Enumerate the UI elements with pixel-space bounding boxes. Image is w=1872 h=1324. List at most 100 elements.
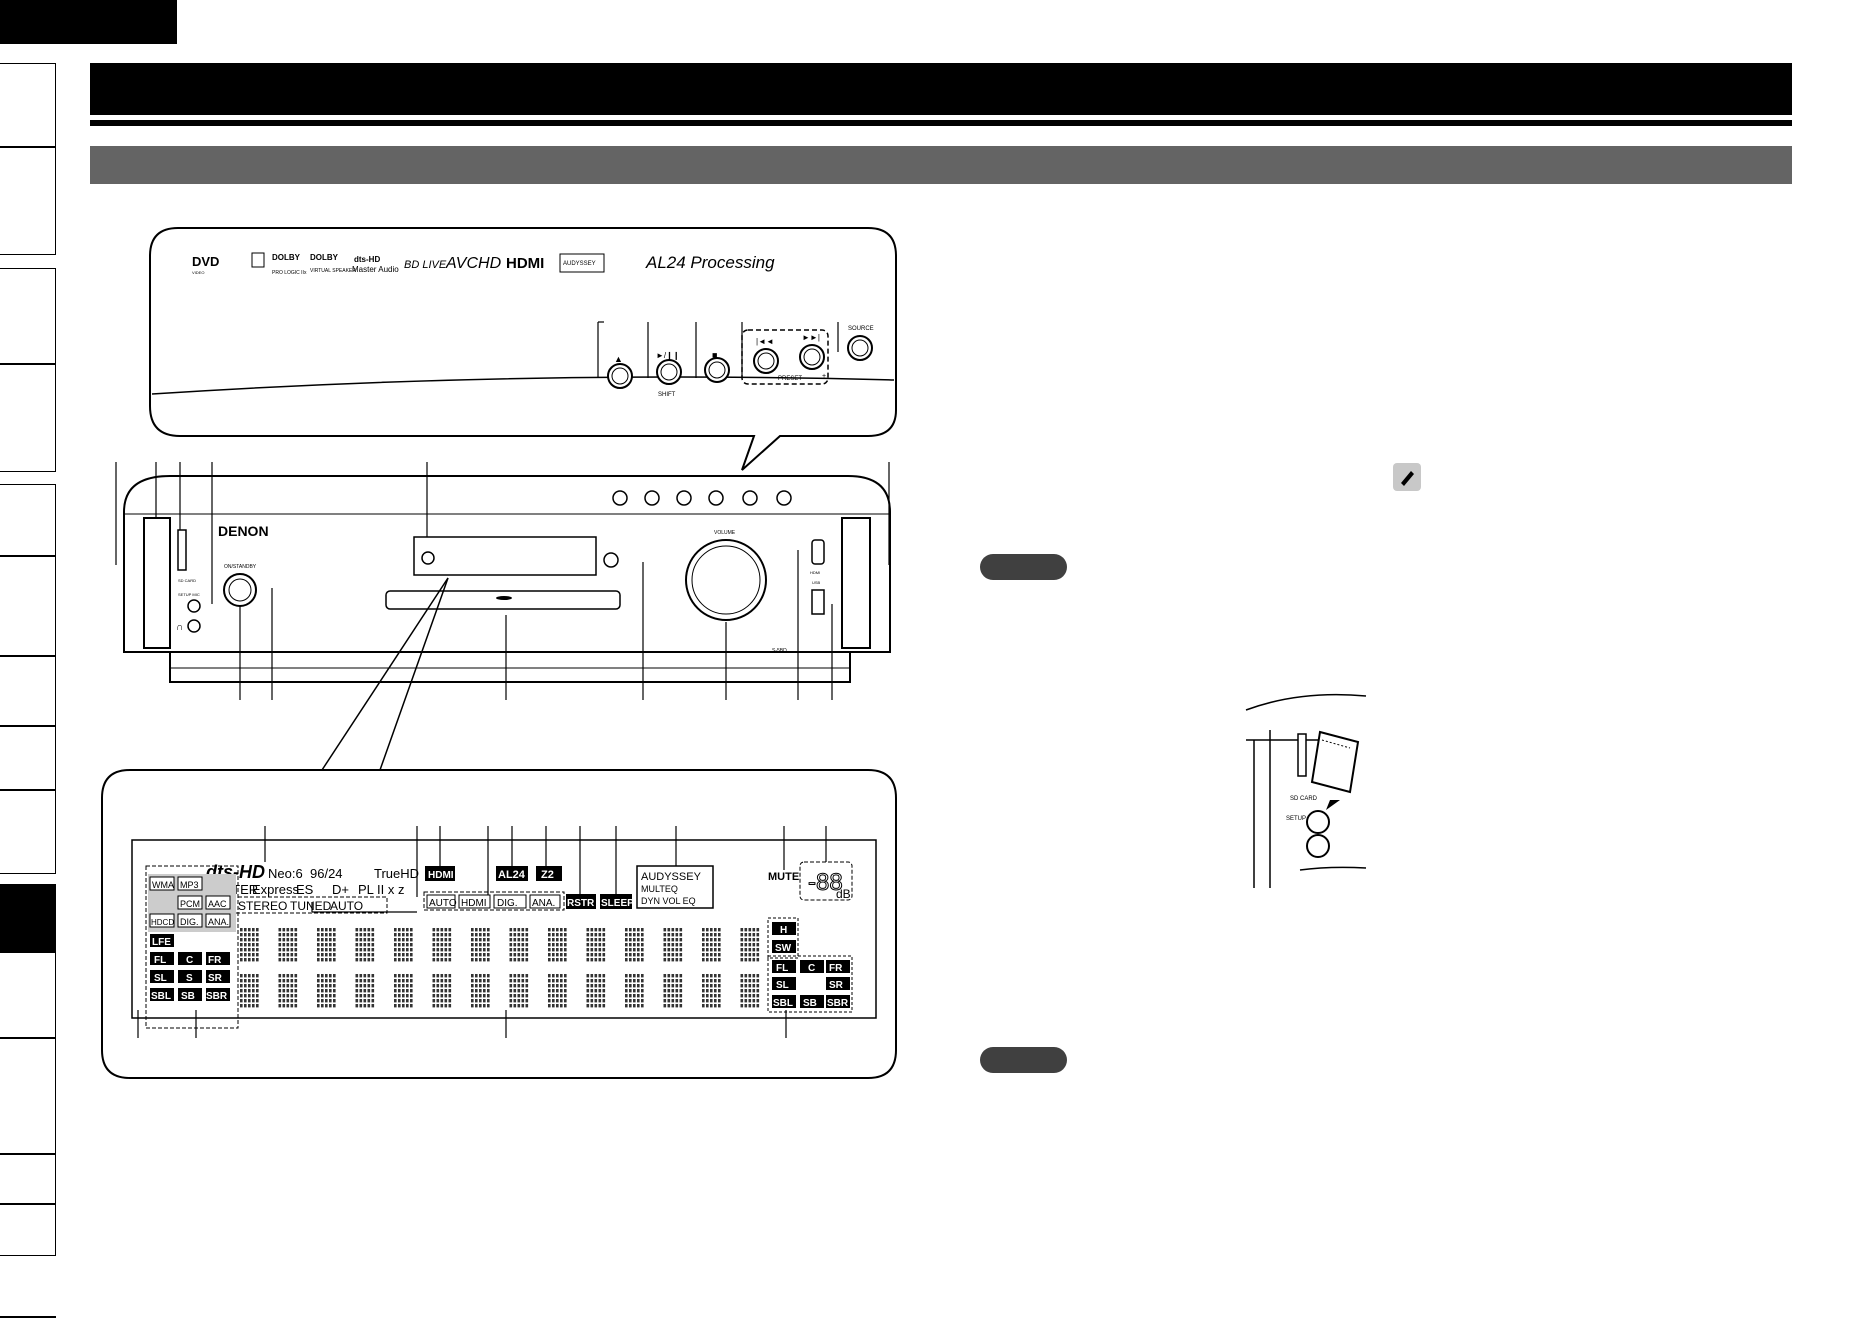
- in-ch-sbr: SBR: [206, 991, 228, 1002]
- hdmi-port[interactable]: [811, 539, 825, 565]
- usb-port[interactable]: [811, 589, 825, 615]
- in-ch-s: S: [186, 973, 193, 984]
- dot-matrix-cell: [317, 974, 336, 1008]
- index-tab-11[interactable]: [0, 952, 56, 1038]
- in-ch-sl: SL: [154, 973, 167, 984]
- play-pause-button[interactable]: ►/❙❙ SHIFT: [656, 351, 682, 398]
- in-ch-sb: SB: [181, 991, 195, 1002]
- dot-matrix-cell: [740, 974, 760, 1008]
- index-tab-12[interactable]: [0, 1038, 56, 1154]
- index-tab-8[interactable]: [0, 726, 56, 790]
- svg-text:▲: ▲: [614, 354, 623, 364]
- svg-text:■: ■: [712, 350, 717, 360]
- dot-matrix-cell: [355, 974, 375, 1008]
- al24-flag: AL24: [498, 869, 526, 881]
- device-front: SD CARD SETUP MIC ∩ DENON ON/STANDBY VOL…: [115, 462, 891, 700]
- dot-matrix-cell: [394, 974, 413, 1008]
- logo-dts: dts-HD: [354, 255, 380, 264]
- index-tab-6[interactable]: [0, 556, 56, 656]
- in-ch-sr: SR: [208, 973, 223, 984]
- neo6-indicator: Neo:6: [268, 866, 303, 881]
- logo-dolby-1: DOLBY: [272, 253, 301, 262]
- logo-dolby-2: DOLBY: [310, 253, 339, 262]
- sd-slot[interactable]: [177, 529, 187, 571]
- index-tab-active[interactable]: [0, 884, 56, 952]
- note-pill-1: [980, 554, 1067, 580]
- dot-matrix-cell: [663, 928, 683, 962]
- dot-matrix-cell: [471, 928, 490, 962]
- setup-mic-jack[interactable]: [187, 599, 201, 613]
- index-tab-7[interactable]: [0, 656, 56, 726]
- next-button[interactable]: ►►| +: [799, 333, 826, 380]
- dot-matrix-cell: [663, 974, 683, 1008]
- dot-matrix-cell: [240, 928, 259, 962]
- db-indicator: dB: [836, 887, 851, 901]
- out-ch-c: C: [808, 963, 815, 974]
- mp3-indicator: MP3: [180, 880, 199, 890]
- dot-matrix-cell: [509, 974, 529, 1008]
- index-tab-1[interactable]: [0, 63, 56, 147]
- svg-text:+: +: [822, 373, 826, 380]
- input-hdmi: HDMI: [461, 898, 487, 909]
- volume-digits: ‑88: [808, 869, 843, 896]
- index-tab-9[interactable]: [0, 790, 56, 874]
- dot-matrix-cell: [471, 974, 490, 1008]
- index-tab-13[interactable]: [0, 1154, 56, 1204]
- in-ch-c: C: [186, 955, 193, 966]
- dig-format-indicator: DIG.: [180, 917, 199, 927]
- dot-matrix-cell: [509, 928, 529, 962]
- setup-mic-label: SETUP MIC: [178, 592, 200, 597]
- lfe-indicator: LFE: [152, 937, 171, 948]
- prev-button[interactable]: |◄◄ −: [753, 337, 779, 382]
- source-button[interactable]: SOURCE: [847, 326, 874, 361]
- dot-matrix-cell: [317, 928, 336, 962]
- sd-illustration-label: SD CARD: [1290, 796, 1318, 802]
- pl2-indicator: PL II x z: [358, 882, 404, 897]
- indicator-lamp: [603, 552, 619, 568]
- logo-dolby-1-sub: PRO LOGIC IIx: [272, 270, 307, 276]
- index-tab-5[interactable]: [0, 484, 56, 556]
- section-header: [90, 63, 1792, 115]
- dot-matrix-cell: [625, 974, 644, 1008]
- logo-dvd: DVD: [192, 254, 219, 269]
- eject-button[interactable]: ▲: [607, 354, 633, 389]
- header-rule: [90, 120, 1792, 126]
- svg-text:►/❙❙: ►/❙❙: [656, 351, 680, 360]
- multeq-indicator: MULTEQ: [641, 884, 678, 894]
- preset-label: PRESET: [778, 376, 802, 382]
- stop-button[interactable]: ■: [704, 350, 730, 383]
- out-ch-sw: SW: [775, 943, 792, 954]
- auto-tuner-indicator: AUTO: [330, 899, 363, 913]
- tuned-indicator: TUNED: [290, 899, 332, 913]
- svg-text:►►|: ►►|: [802, 333, 820, 342]
- dot-matrix-cell: [548, 928, 567, 962]
- sleep-indicator: SLEEP: [601, 898, 634, 909]
- dot-matrix-cell: [625, 928, 644, 962]
- index-tab-3[interactable]: [0, 268, 56, 364]
- index-tab-2[interactable]: [0, 147, 56, 255]
- dot-matrix-cell: [240, 974, 259, 1008]
- input-digital: DIG.: [497, 898, 518, 909]
- logo-hdmi: HDMI: [506, 255, 544, 272]
- subsection-header: [90, 146, 1792, 184]
- preset-group: [741, 329, 829, 385]
- disc-tray[interactable]: [385, 590, 621, 610]
- in-ch-sbl: SBL: [151, 991, 171, 1002]
- index-tab-4[interactable]: [0, 364, 56, 472]
- out-ch-sr: SR: [829, 980, 844, 991]
- dot-matrix-cell: [702, 974, 721, 1008]
- logo-audyssey-box: [559, 253, 605, 273]
- headphone-jack[interactable]: [187, 619, 201, 633]
- rstr-indicator: RSTR: [567, 898, 595, 909]
- note-pill-2: [980, 1047, 1067, 1073]
- dot-matrix-cell: [278, 974, 298, 1008]
- index-tab-14[interactable]: [0, 1204, 56, 1256]
- sd-illustration-mic-label: SETUP MIC: [1286, 816, 1319, 822]
- in-ch-fl: FL: [154, 955, 166, 966]
- hdcd-indicator: HDCD: [151, 918, 174, 927]
- logo-al24: AL24 Processing: [645, 253, 775, 272]
- hdmi-flag: HDMI: [428, 870, 454, 881]
- pencil-icon: [1393, 463, 1421, 491]
- svg-text:SHIFT: SHIFT: [658, 392, 676, 398]
